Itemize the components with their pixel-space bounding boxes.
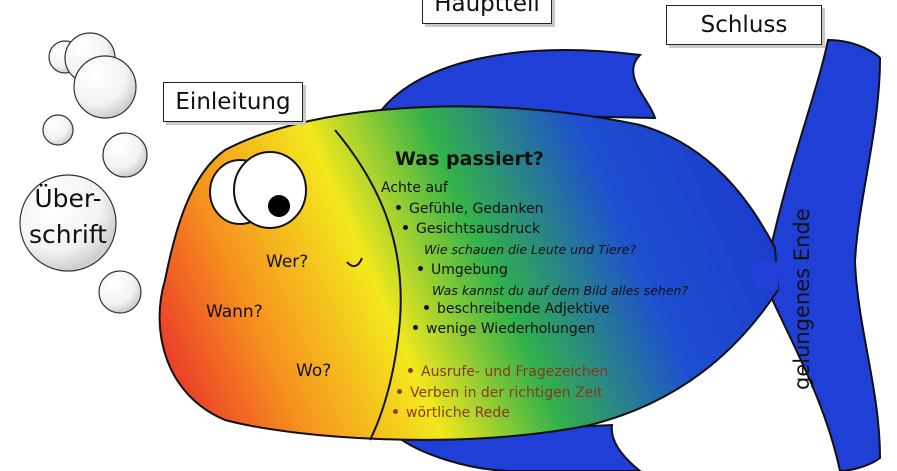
tail-text: gelungenes Ende	[790, 208, 814, 390]
fish-body	[158, 105, 780, 441]
question-wann: Wann?	[206, 302, 263, 322]
list-item-highlight: wörtliche Rede	[393, 405, 510, 421]
smile	[346, 257, 363, 268]
gill-line	[334, 129, 402, 441]
bubble-text-line1: Über-	[34, 184, 102, 213]
bubble	[73, 55, 137, 119]
list-item: Gefühle, Gedanken	[396, 201, 543, 217]
bubble	[102, 132, 148, 178]
label-einleitung: Einleitung	[163, 82, 303, 122]
bubble	[42, 114, 74, 146]
list-item-note: Wie schauen die Leute und Tiere?	[424, 242, 637, 257]
list-item-note: Was kannst du auf dem Bild alles sehen?	[432, 283, 689, 298]
big-bubble	[19, 174, 117, 272]
list-item-highlight: Ausrufe- und Fragezeichen	[408, 364, 608, 380]
bubbles	[19, 32, 148, 314]
label-schluss: Schluss	[666, 5, 822, 45]
tail-fin	[767, 38, 882, 471]
top-fin	[377, 49, 657, 120]
bubble	[98, 270, 142, 314]
list-item-highlight: Verben in der richtigen Zeit	[397, 385, 603, 401]
list-item: Umgebung	[418, 262, 508, 278]
label-hauptteil: Hauptteil	[422, 0, 552, 24]
question-wo: Wo?	[296, 361, 332, 381]
tail-stalk	[750, 260, 778, 292]
list-item: Gesichtsausdruck	[403, 221, 540, 237]
eye-icon	[209, 151, 307, 229]
question-wer: Wer?	[266, 252, 309, 272]
body-intro: Achte auf	[381, 180, 448, 196]
list-item: beschreibende Adjektive	[424, 301, 610, 317]
list-item: wenige Wiederholungen	[413, 321, 595, 337]
body-heading: Was passiert?	[395, 148, 544, 170]
bubble-text-line2: schrift	[28, 220, 107, 249]
